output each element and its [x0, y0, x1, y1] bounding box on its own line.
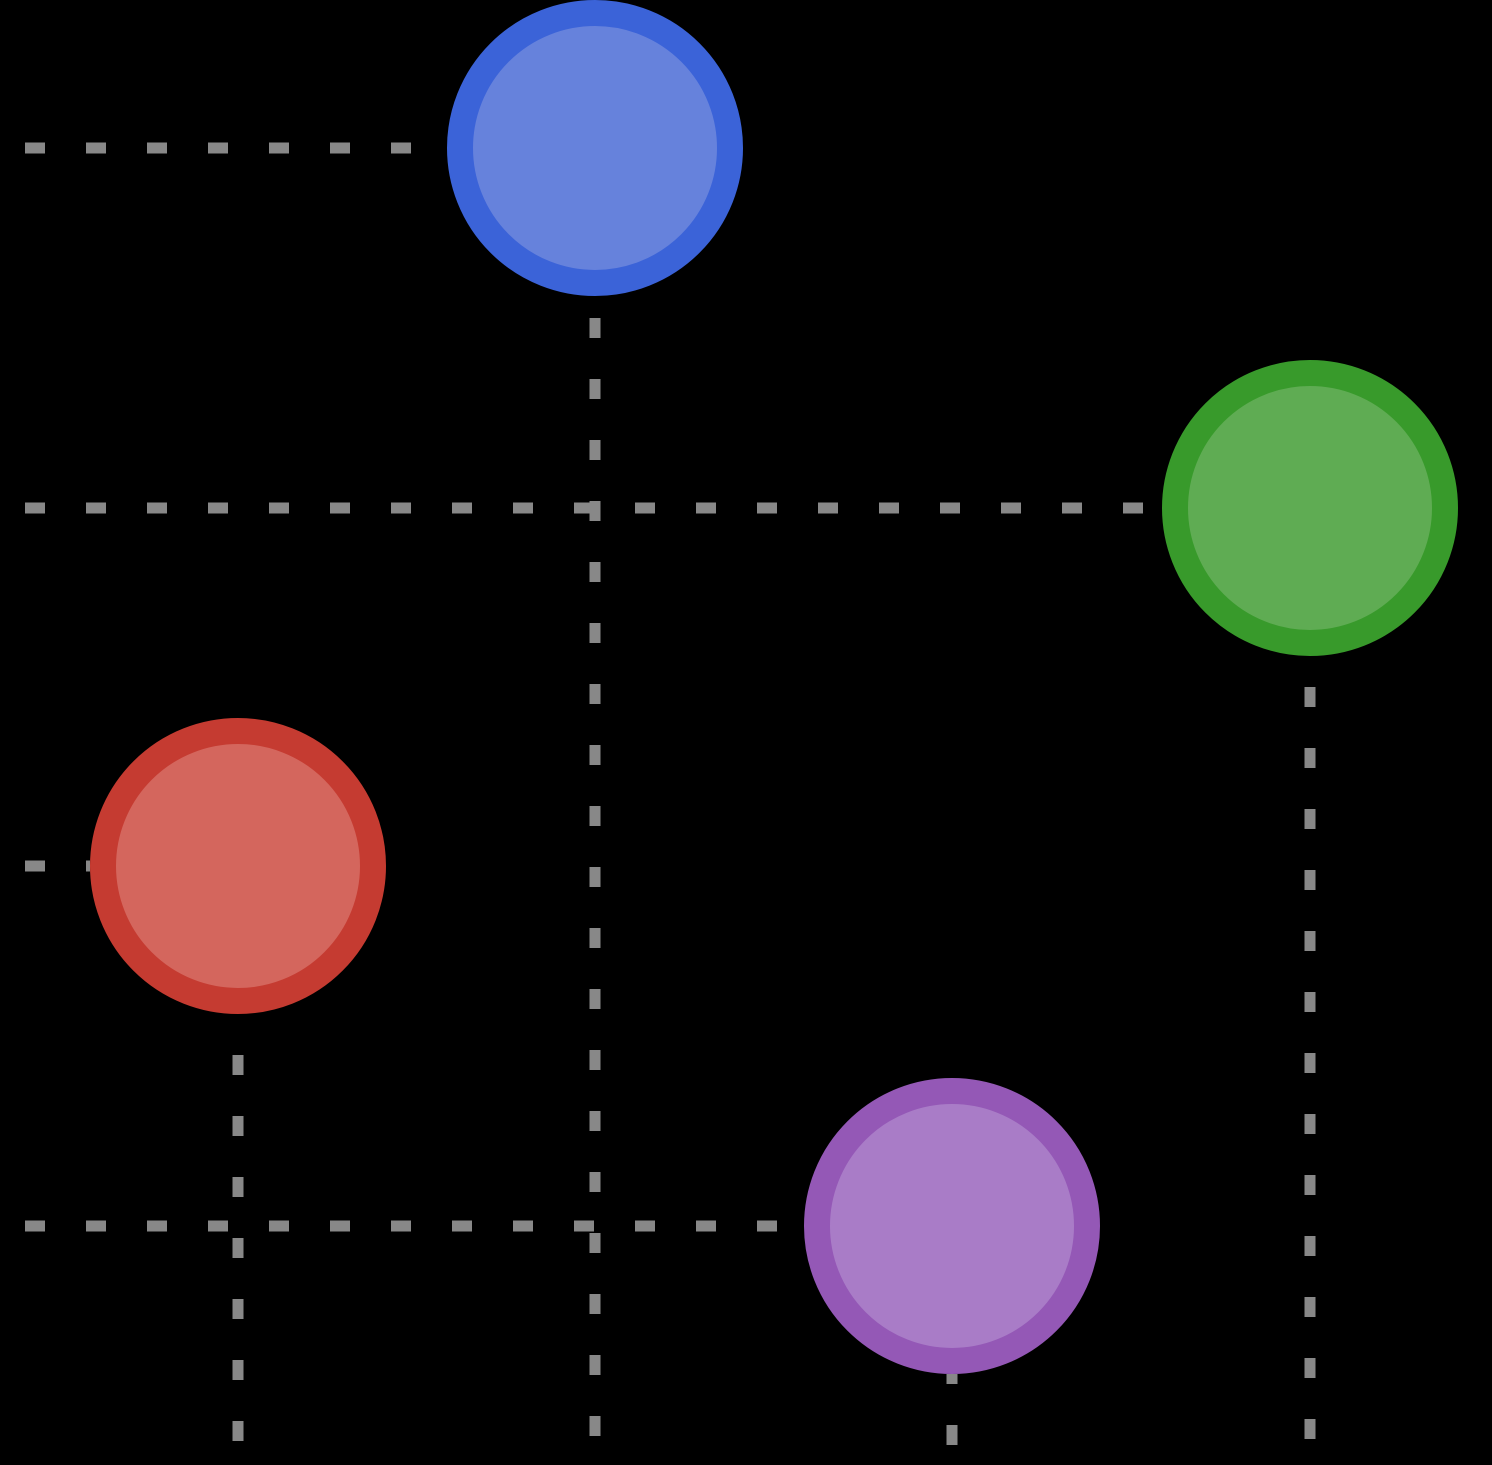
data-point-red [90, 718, 386, 1014]
droplines-layer [25, 142, 1316, 1465]
points-layer [90, 0, 1458, 1374]
data-point-blue [447, 0, 743, 296]
data-point-purple [804, 1078, 1100, 1374]
data-point-green [1162, 360, 1458, 656]
